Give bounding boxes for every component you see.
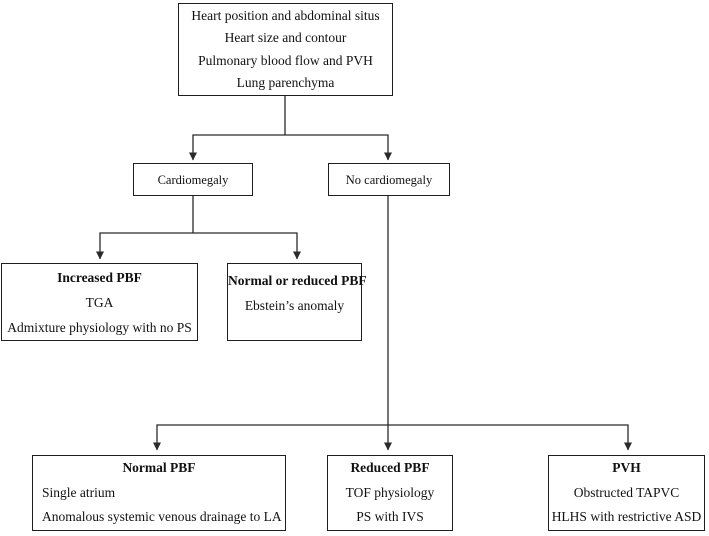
- edge-no-cardiomegaly-branches: [153, 424, 632, 451]
- pvh-item: Obstructed TAPVC: [573, 484, 680, 500]
- reduced-pbf-box: Reduced PBF TOF physiology PS with IVS: [327, 455, 453, 531]
- normal-pbf-box: Normal PBF Single atrium Anomalous syste…: [32, 455, 286, 531]
- increased-pbf-box: Increased PBF TGA Admixture physiology w…: [1, 263, 198, 341]
- root-criteria-box: Heart position and abdominal situs Heart…: [178, 3, 393, 96]
- reduced-pbf-item: PS with IVS: [356, 509, 424, 525]
- pvh-header: PVH: [612, 460, 641, 476]
- cardiomegaly-box: Cardiomegaly: [133, 163, 253, 196]
- increased-pbf-item: Admixture physiology with no PS: [7, 319, 192, 335]
- normal-pbf-item: Single atrium: [42, 484, 116, 500]
- pvh-item: HLHS with restrictive ASD: [551, 509, 702, 525]
- edge-cardiomegaly-branches: [96, 232, 301, 260]
- increased-pbf-item: TGA: [85, 294, 114, 310]
- reduced-pbf-item: TOF physiology: [345, 484, 435, 500]
- cardiomegaly-label: Cardiomegaly: [157, 172, 229, 187]
- criteria-line: Lung parenchyma: [236, 75, 335, 90]
- criteria-line: Heart position and abdominal situs: [191, 7, 380, 23]
- no-cardiomegaly-label: No cardiomegaly: [345, 172, 433, 187]
- normal-or-reduced-pbf-box: Normal or reduced PBF Ebstein’s anomaly: [227, 263, 367, 341]
- normal-or-reduced-pbf-item: Ebstein’s anomaly: [244, 298, 345, 313]
- normal-pbf-item: Anomalous systemic venous drainage to LA: [42, 509, 282, 525]
- pvh-box: PVH Obstructed TAPVC HLHS with restricti…: [548, 455, 705, 531]
- increased-pbf-header: Increased PBF: [57, 269, 142, 285]
- reduced-pbf-header: Reduced PBF: [350, 460, 430, 476]
- normal-or-reduced-pbf-header: Normal or reduced PBF: [228, 273, 367, 288]
- edge-root-branches: [189, 134, 392, 161]
- no-cardiomegaly-box: No cardiomegaly: [328, 163, 450, 196]
- normal-pbf-header: Normal PBF: [122, 460, 196, 476]
- criteria-line: Pulmonary blood flow and PVH: [198, 52, 373, 68]
- criteria-line: Heart size and contour: [224, 30, 347, 45]
